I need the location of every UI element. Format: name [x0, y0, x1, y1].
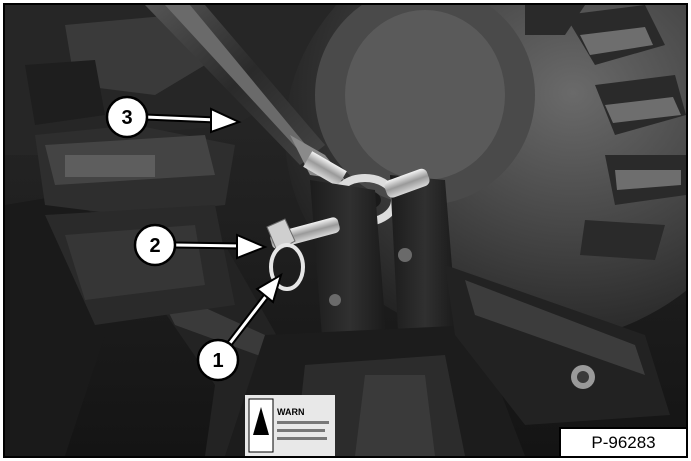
callout-2: 2 [133, 223, 268, 267]
figure-id-label: P-96283 [559, 427, 686, 456]
callout-1: 1 [196, 272, 283, 382]
tractor-hitch-photo: WARN 3 2 1 [5, 5, 686, 456]
warning-decal-text: WARN [277, 407, 305, 417]
mast-plate-right [390, 175, 460, 370]
callout-1-label: 1 [212, 350, 223, 372]
figure-frame: WARN 3 2 1 P-96283 [3, 3, 688, 458]
callout-3: 3 [105, 95, 242, 139]
linch-pin-ring [269, 243, 305, 291]
callout-2-label: 2 [149, 235, 160, 257]
callout-3-label: 3 [121, 107, 132, 129]
